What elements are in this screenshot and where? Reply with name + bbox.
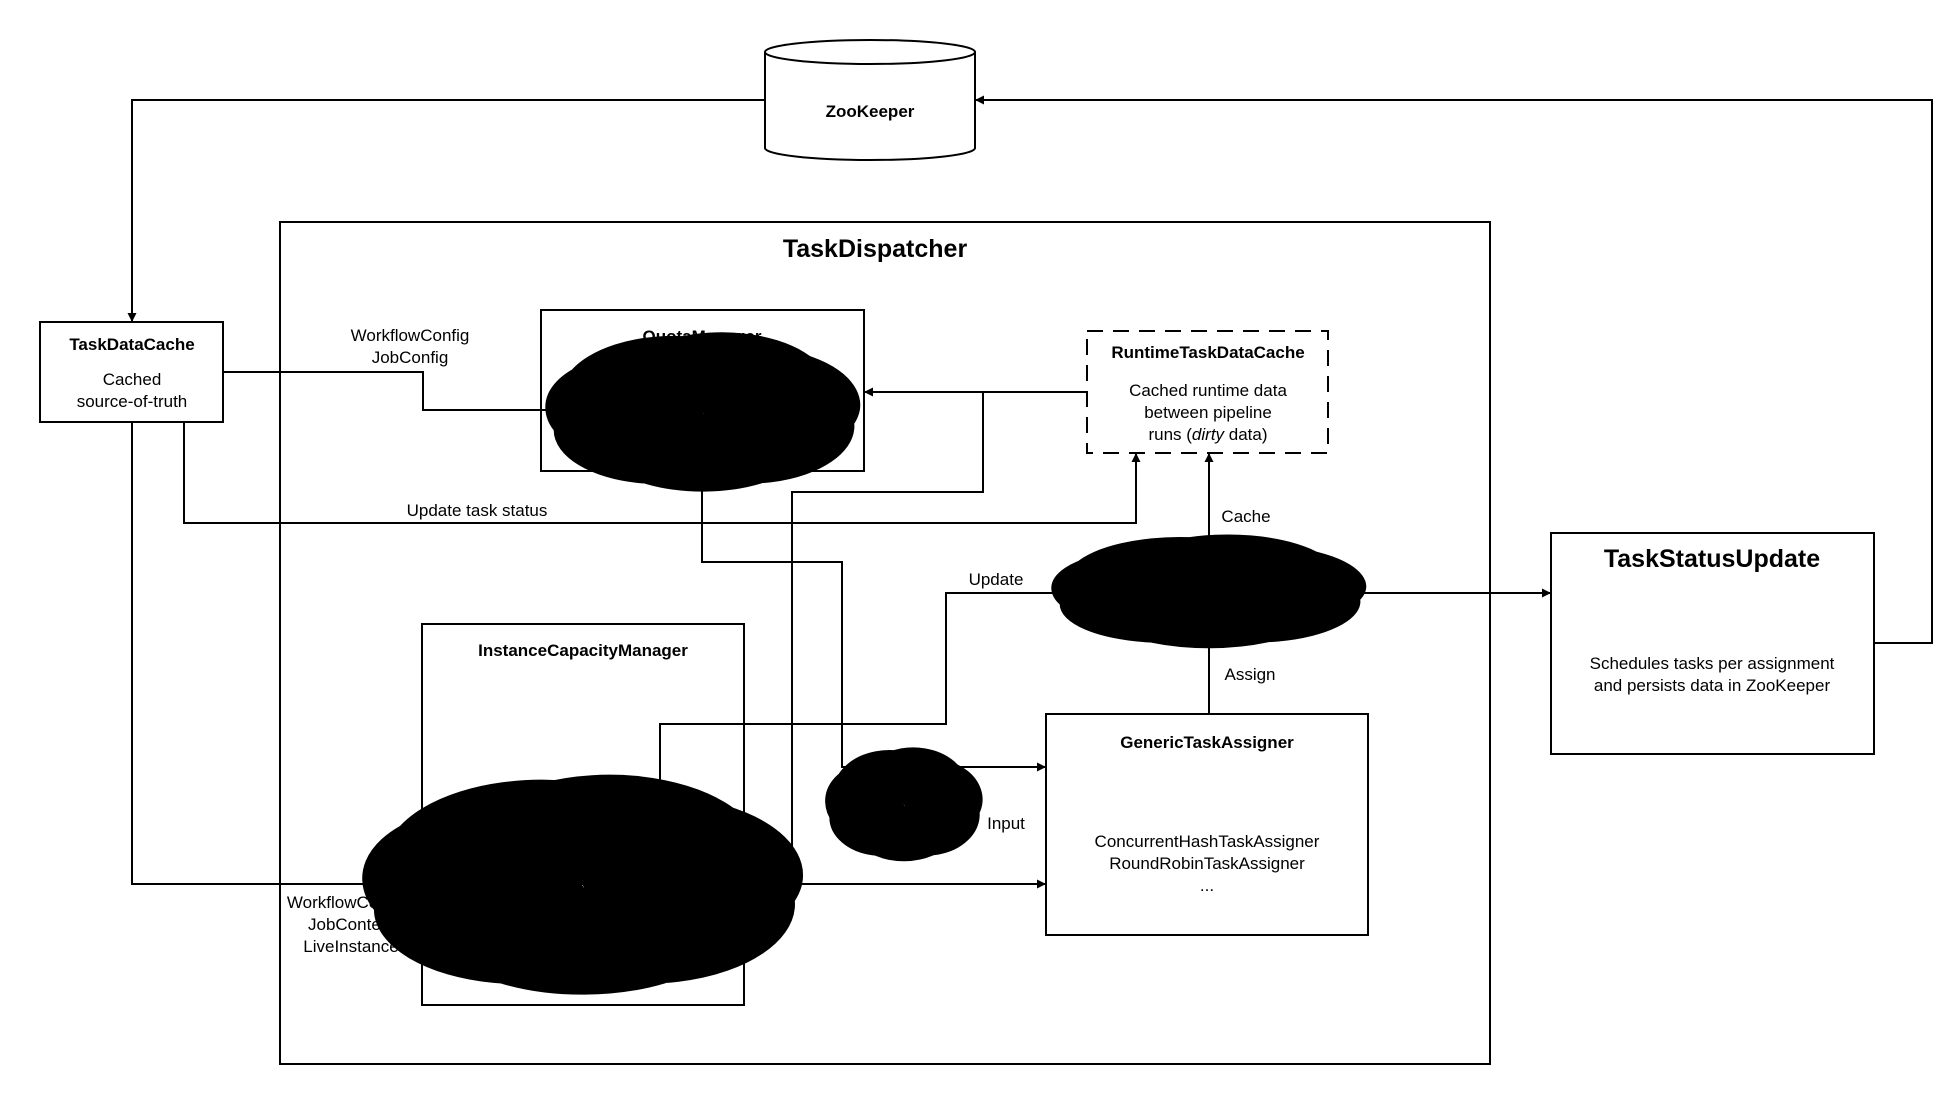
edge-label-workflow-config: WorkflowConfig (351, 326, 470, 345)
task-status-update-label: TaskStatusUpdate (1604, 545, 1820, 573)
runtime-task-data-cache-label: RuntimeTaskDataCache (1111, 343, 1304, 362)
edge-label-update: Update (969, 570, 1024, 589)
runtime-task-data-cache-node: RuntimeTaskDataCache Cached runtime data… (1086, 330, 1329, 454)
assignment-node: Assignment (1131, 564, 1286, 618)
edge-label-job-config: JobConfig (372, 348, 449, 367)
runtime-task-data-cache-desc-2: between pipeline (1144, 403, 1272, 422)
edge-assignment-to-instance-capacity-map (655, 592, 1130, 841)
task-status-update-node: TaskStatusUpdate Schedules tasks per ass… (1550, 532, 1875, 755)
edge-task-data-cache-to-job-dag-iterator (223, 371, 625, 415)
instance-capacity-map-node: InstanceCapacityMap (474, 833, 691, 937)
edge-update-task-status (183, 422, 1141, 524)
job-dag-iterator-label: JobDagIterator (643, 400, 764, 419)
edge-task-data-cache-to-instance-capacity-map (131, 422, 470, 889)
assignment-label: Assignment (1160, 581, 1258, 600)
task-data-cache-label: TaskDataCache (69, 335, 194, 354)
generic-task-assigner-label: GenericTaskAssigner (1120, 733, 1294, 752)
task-label: Task (885, 793, 923, 812)
generic-task-assigner-impl-3: ... (1200, 876, 1214, 895)
task-data-cache-node: TaskDataCache Cached source-of-truth (39, 321, 224, 423)
edge-label-workflow-context: WorkflowContext (287, 893, 415, 912)
instance-capacity-manager-label: InstanceCapacityManager (478, 641, 688, 660)
edge-task-status-update-to-zookeeper (975, 95, 1933, 644)
edge-runtime-cache-to-instance-capacity-map (685, 392, 984, 865)
edge-label-cache: Cache (1221, 507, 1270, 526)
edge-label-live-instance: LiveInstance (303, 937, 398, 956)
task-dispatcher-title: TaskDispatcher (783, 235, 968, 263)
generic-task-assigner-impl-2: RoundRobinTaskAssigner (1109, 854, 1305, 873)
zookeeper-node: ZooKeeper (764, 39, 976, 161)
edge-label-job-context: JobContext (308, 915, 394, 934)
task-data-cache-desc-2: source-of-truth (77, 392, 188, 411)
generic-task-assigner-node: GenericTaskAssigner ConcurrentHashTaskAs… (1045, 713, 1369, 936)
edge-zookeeper-to-task-data-cache (127, 99, 765, 322)
runtime-task-data-cache-desc-3: runs (dirty data) (1148, 425, 1267, 444)
edge-label-input: Input (987, 814, 1025, 833)
task-status-update-desc-1: Schedules tasks per assignment (1590, 654, 1835, 673)
task-data-cache-desc-1: Cached (103, 370, 162, 389)
runtime-task-data-cache-desc-1: Cached runtime data (1129, 381, 1287, 400)
task-status-update-desc-2: and persists data in ZooKeeper (1594, 676, 1831, 695)
job-dag-iterator-node: JobDagIterator (625, 374, 780, 449)
edge-label-update-task-status: Update task status (407, 501, 548, 520)
generic-task-assigner-impl-1: ConcurrentHashTaskAssigner (1095, 832, 1320, 851)
edge-quota-manager-to-generic-task-assigner (701, 471, 1046, 772)
instance-capacity-map-label: InstanceCapacityMap (496, 873, 670, 892)
zookeeper-label: ZooKeeper (826, 102, 915, 121)
task-node: Task (865, 777, 942, 831)
edge-label-assign: Assign (1224, 665, 1275, 684)
